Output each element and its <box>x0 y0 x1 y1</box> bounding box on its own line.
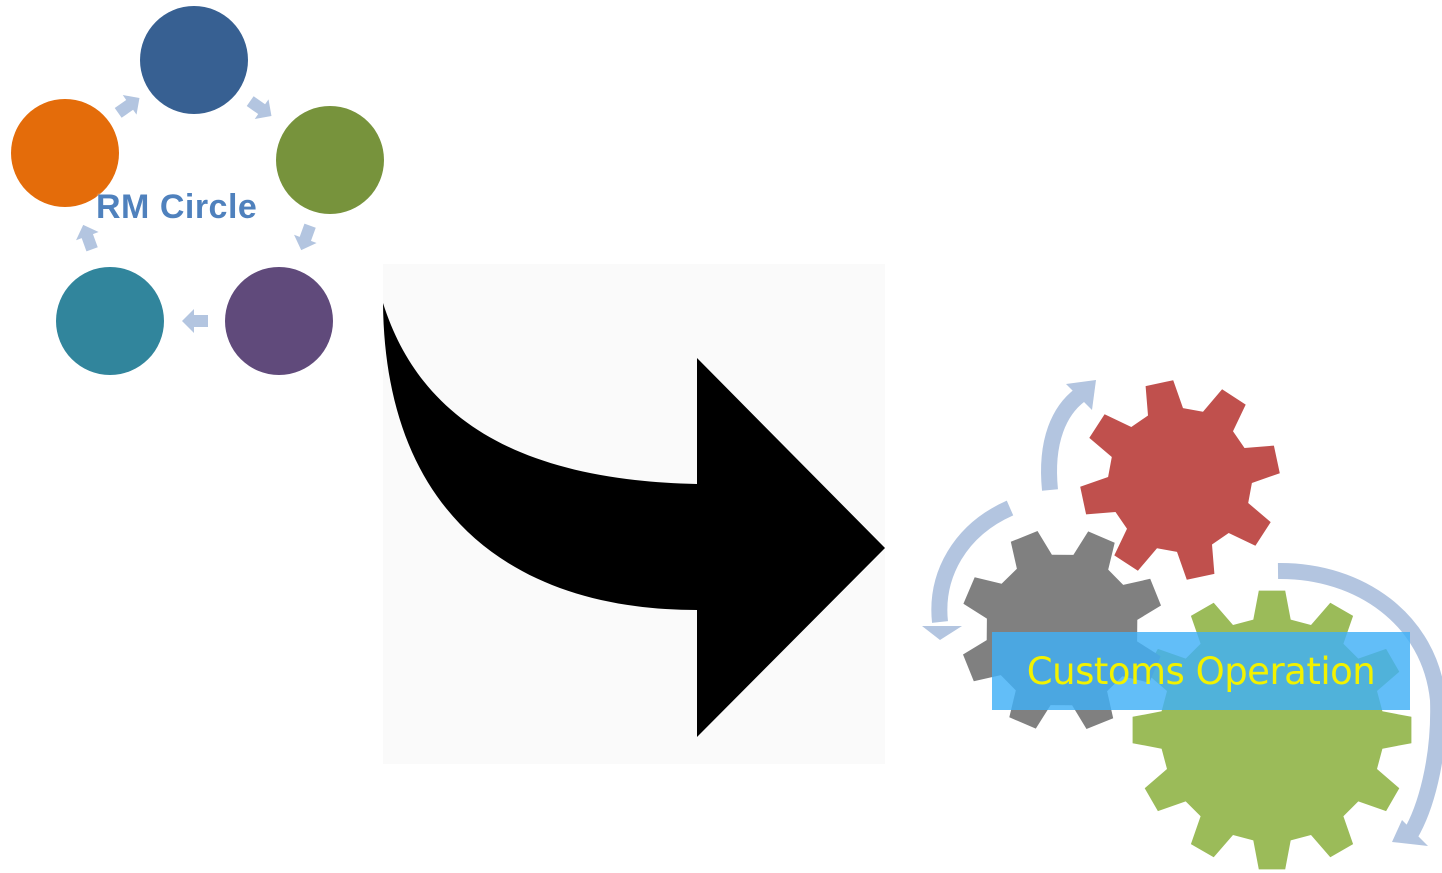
gear-red-icon <box>1080 380 1280 580</box>
arrow-left-up-icon <box>76 224 99 252</box>
gear-cycle-arrows <box>931 388 1442 840</box>
arrow-right-to-bottom-icon <box>294 223 317 251</box>
curved-arrow-shape <box>383 303 885 737</box>
rm-connector-arrows <box>76 95 317 333</box>
rm-node-bottom-left <box>56 267 164 375</box>
cycle-arrowhead-right-icon <box>1392 820 1428 846</box>
rm-node-left <box>11 99 119 207</box>
cycle-arc-left <box>931 500 1014 623</box>
cycle-arrowhead-left-icon <box>922 626 962 640</box>
cycle-arc-right <box>1277 562 1442 840</box>
customs-operation-label-box: Customs Operation <box>992 632 1410 710</box>
curved-arrow-right-icon <box>383 264 885 764</box>
gear-red-shape <box>1080 380 1280 580</box>
cycle-arc-top <box>1041 388 1086 491</box>
arrow-left-to-top-icon <box>114 95 140 118</box>
gears-group <box>922 380 1442 870</box>
customs-operation-label: Customs Operation <box>1026 649 1376 693</box>
rm-node-right <box>276 106 384 214</box>
rm-node-top <box>140 6 248 114</box>
rm-circle-cycle <box>11 6 384 375</box>
rm-circle-label: RM Circle <box>96 188 258 226</box>
arrow-bottom-to-left-icon <box>182 309 208 333</box>
cycle-arrowhead-top-icon <box>1066 380 1096 410</box>
arrow-top-to-right-icon <box>246 96 272 119</box>
rm-node-bottom-right <box>225 267 333 375</box>
